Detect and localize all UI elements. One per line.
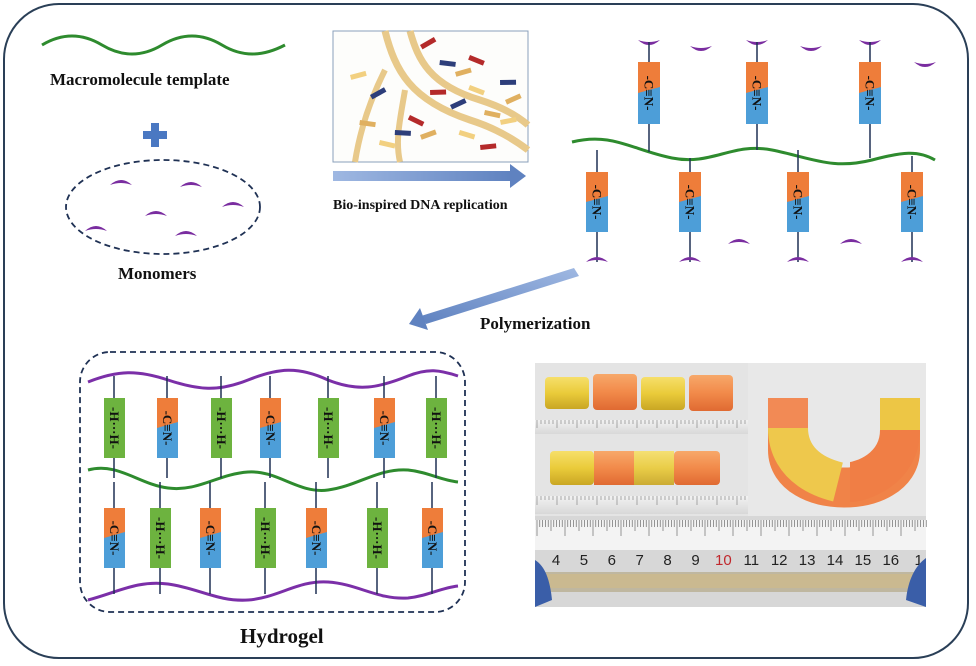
replicated-template-chain [571, 137, 936, 166]
ruler-number: 16 [882, 552, 899, 569]
monomer-icon [800, 46, 822, 51]
nitrile-unit: -C≡N- [422, 508, 443, 568]
polymerization-arrow [409, 268, 579, 330]
hbond-label: -H···H- [370, 517, 385, 559]
hbond-unit: -H···H- [367, 508, 388, 568]
hbond-label: -H···H- [214, 407, 229, 449]
nitrile-unit: -C≡N- [157, 398, 178, 458]
nitrile-label: -C≡N- [309, 521, 324, 556]
monomer-icon [175, 231, 197, 236]
ruler-number: 14 [827, 552, 844, 569]
nitrile-unit: -C≡N- [200, 508, 221, 568]
monomer-icon [840, 239, 862, 244]
hbond-unit: -H···H- [211, 398, 232, 458]
monomer-icon [679, 257, 701, 262]
replication-arrow [333, 164, 526, 188]
polymerization-label: Polymerization [480, 314, 591, 333]
plus-icon [143, 123, 167, 147]
hydrogel-label: Hydrogel [240, 624, 324, 648]
ruler-number: 6 [608, 552, 616, 569]
hbond-unit: -H···H- [104, 398, 125, 458]
monomer-icon [901, 257, 923, 262]
ruler-number: 4 [552, 552, 560, 569]
nitrile-unit: -C≡N- [901, 172, 923, 232]
hbond-unit: -H···H- [318, 398, 339, 458]
monomer-group [85, 180, 244, 236]
nitrile-unit: -C≡N- [586, 172, 608, 232]
monomer-icon [586, 257, 608, 262]
nitrile-unit: -C≡N- [679, 172, 701, 232]
nitrile-label: -C≡N- [683, 185, 698, 220]
monomer-icon [110, 180, 132, 185]
monomer-icon [690, 46, 712, 51]
nitrile-label: -C≡N- [642, 76, 657, 111]
nitrile-label: -C≡N- [203, 521, 218, 556]
ruler-number: 10 [715, 552, 732, 569]
nitrile-unit: -C≡N- [746, 62, 768, 124]
monomer-icon [180, 182, 202, 187]
hbond-label: -H···H- [153, 517, 168, 559]
nitrile-label: -C≡N- [750, 76, 765, 111]
ruler-number: 7 [636, 552, 644, 569]
dna-replication-image [332, 30, 531, 163]
hbond-label: -H···H- [107, 407, 122, 449]
monomer-icon [85, 226, 107, 231]
monomers-label: Monomers [118, 264, 197, 283]
nitrile-label: -C≡N- [905, 185, 920, 220]
nitrile-label: -C≡N- [377, 411, 392, 446]
hbond-unit: -H···H- [150, 508, 171, 568]
ruler-number: 5 [580, 552, 588, 569]
gel-bottom-chain [87, 580, 459, 602]
nitrile-label: -C≡N- [863, 76, 878, 111]
ruler-number: 12 [771, 552, 788, 569]
nitrile-unit: -C≡N- [787, 172, 809, 232]
ruler-number: 13 [799, 552, 816, 569]
monomer-icon [222, 202, 244, 207]
gel-middle-chain [87, 466, 459, 492]
nitrile-unit: -C≡N- [306, 508, 327, 568]
hbond-unit: -H···H- [426, 398, 447, 458]
hbond-label: -H···H- [258, 517, 273, 559]
hydrogel-photos: 4 5 6 7 8 9 10 11 12 13 14 15 16 1 [535, 363, 927, 607]
hydrogel-box [79, 351, 466, 613]
hbond-label: -H···H- [321, 407, 336, 449]
nitrile-unit: -C≡N- [260, 398, 281, 458]
nitrile-unit: -C≡N- [638, 62, 660, 124]
monomer-icon [914, 62, 936, 67]
nitrile-unit: -C≡N- [104, 508, 125, 568]
ruler-number: 15 [855, 552, 872, 569]
monomer-icon [787, 257, 809, 262]
nitrile-label: -C≡N- [791, 185, 806, 220]
replicated-structure: -C≡N- -C≡N- -C≡N- -C≡N- -C≡N- -C≡N- -C≡N- [571, 40, 936, 262]
ruler-number: 8 [663, 552, 671, 569]
hbond-unit: -H···H- [255, 508, 276, 568]
monomer-pool [65, 159, 261, 255]
template-label: Macromolecule template [50, 70, 230, 89]
template-chain [41, 34, 286, 56]
gel-top-chain [87, 368, 459, 390]
ruler-number: 11 [744, 552, 760, 569]
replication-label: Bio-inspired DNA replication [333, 198, 508, 213]
nitrile-label: -C≡N- [425, 521, 440, 556]
monomer-icon [728, 239, 750, 244]
nitrile-label: -C≡N- [590, 185, 605, 220]
ruler-number: 9 [691, 552, 699, 569]
nitrile-unit: -C≡N- [859, 62, 881, 124]
ruler-number: 1 [915, 552, 923, 569]
hbond-label: -H···H- [429, 407, 444, 449]
nitrile-label: -C≡N- [107, 521, 122, 556]
hydrogel-network: -H···H- -C≡N- -H···H- -C≡N- -H···H- -C≡N- -H··… [87, 368, 459, 602]
monomer-icon [145, 211, 167, 216]
nitrile-unit: -C≡N- [374, 398, 395, 458]
nitrile-label: -C≡N- [160, 411, 175, 446]
nitrile-label: -C≡N- [263, 411, 278, 446]
